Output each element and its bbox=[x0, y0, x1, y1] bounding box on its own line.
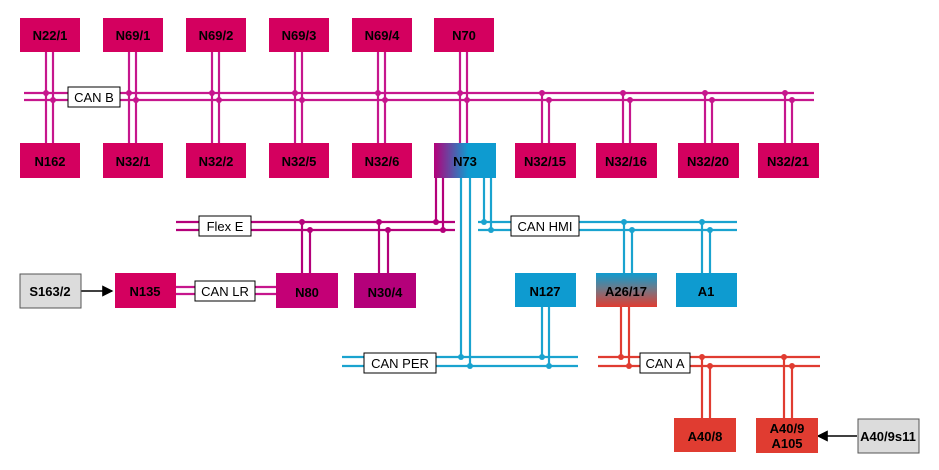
node-a40-9s11[interactable]: A40/9s11 bbox=[857, 418, 920, 454]
svg-text:N70: N70 bbox=[452, 28, 476, 43]
node-n32-15[interactable]: N32/15 bbox=[515, 143, 576, 178]
svg-text:N73: N73 bbox=[453, 154, 477, 169]
flex-e-junctions bbox=[299, 219, 446, 233]
svg-text:N32/1: N32/1 bbox=[116, 154, 151, 169]
node-n32-21[interactable]: N32/21 bbox=[758, 143, 819, 178]
node-n32-16[interactable]: N32/16 bbox=[596, 143, 657, 178]
node-n32-5[interactable]: N32/5 bbox=[269, 143, 329, 178]
svg-text:N32/2: N32/2 bbox=[199, 154, 234, 169]
node-n32-6[interactable]: N32/6 bbox=[352, 143, 412, 178]
can-hmi-label: CAN HMI bbox=[510, 215, 580, 237]
svg-text:N127: N127 bbox=[529, 284, 560, 299]
svg-text:N69/3: N69/3 bbox=[282, 28, 317, 43]
can-b-bus bbox=[24, 52, 814, 143]
can-a-label: CAN A bbox=[639, 352, 691, 374]
node-a40-9-a105[interactable]: A40/9 A105 bbox=[756, 418, 818, 453]
svg-text:CAN B: CAN B bbox=[74, 90, 114, 105]
can-per-label: CAN PER bbox=[363, 352, 437, 374]
can-b-label: CAN B bbox=[67, 86, 121, 108]
can-per-bus bbox=[342, 178, 578, 368]
node-n69-3[interactable]: N69/3 bbox=[269, 18, 329, 52]
svg-text:A40/8: A40/8 bbox=[688, 429, 723, 444]
svg-text:N80: N80 bbox=[295, 285, 319, 300]
can-hmi-junctions bbox=[481, 219, 713, 233]
node-n135[interactable]: N135 bbox=[115, 273, 176, 308]
svg-text:S163/2: S163/2 bbox=[29, 284, 70, 299]
svg-text:N69/2: N69/2 bbox=[199, 28, 234, 43]
svg-text:N22/1: N22/1 bbox=[33, 28, 68, 43]
svg-text:A1: A1 bbox=[698, 284, 715, 299]
node-n32-20[interactable]: N32/20 bbox=[678, 143, 739, 178]
node-n69-2[interactable]: N69/2 bbox=[186, 18, 246, 52]
node-n127[interactable]: N127 bbox=[515, 273, 576, 307]
node-n32-1[interactable]: N32/1 bbox=[103, 143, 163, 178]
node-n162[interactable]: N162 bbox=[20, 143, 80, 178]
can-lr-label: CAN LR bbox=[194, 280, 256, 302]
node-n69-4[interactable]: N69/4 bbox=[352, 18, 412, 52]
svg-text:CAN A: CAN A bbox=[645, 356, 684, 371]
svg-text:N32/20: N32/20 bbox=[687, 154, 729, 169]
svg-text:A26/17: A26/17 bbox=[605, 284, 647, 299]
svg-text:CAN HMI: CAN HMI bbox=[518, 219, 573, 234]
svg-text:N32/5: N32/5 bbox=[282, 154, 317, 169]
svg-text:A40/9: A40/9 bbox=[770, 421, 805, 436]
can-a-bus bbox=[598, 307, 820, 418]
svg-text:A40/9s11: A40/9s11 bbox=[860, 429, 916, 444]
node-n70[interactable]: N70 bbox=[434, 18, 494, 52]
svg-text:CAN PER: CAN PER bbox=[371, 356, 429, 371]
svg-text:N32/16: N32/16 bbox=[605, 154, 647, 169]
node-a26-17[interactable]: A26/17 bbox=[596, 273, 657, 307]
node-n69-1[interactable]: N69/1 bbox=[103, 18, 163, 52]
svg-text:N162: N162 bbox=[34, 154, 65, 169]
node-n30-4[interactable]: N30/4 bbox=[354, 273, 416, 308]
can-a-junctions bbox=[618, 354, 795, 369]
node-n32-2[interactable]: N32/2 bbox=[186, 143, 246, 178]
svg-text:Flex E: Flex E bbox=[207, 219, 244, 234]
node-s163-2[interactable]: S163/2 bbox=[19, 273, 82, 309]
svg-text:N69/1: N69/1 bbox=[116, 28, 151, 43]
node-a1[interactable]: A1 bbox=[676, 273, 737, 307]
input-arrows bbox=[81, 285, 857, 442]
svg-text:N32/6: N32/6 bbox=[365, 154, 400, 169]
svg-text:A105: A105 bbox=[771, 436, 802, 451]
svg-text:N30/4: N30/4 bbox=[368, 285, 403, 300]
node-n22-1[interactable]: N22/1 bbox=[20, 18, 80, 52]
svg-text:N32/21: N32/21 bbox=[767, 154, 809, 169]
svg-text:N32/15: N32/15 bbox=[524, 154, 566, 169]
can-per-junctions bbox=[458, 354, 552, 369]
flex-e-label: Flex E bbox=[198, 215, 252, 237]
node-n73[interactable]: N73 bbox=[434, 143, 496, 178]
can-b-junctions bbox=[43, 90, 795, 103]
svg-text:CAN LR: CAN LR bbox=[201, 284, 249, 299]
svg-text:N135: N135 bbox=[129, 284, 160, 299]
node-n80[interactable]: N80 bbox=[276, 273, 338, 308]
node-a40-8[interactable]: A40/8 bbox=[674, 418, 736, 452]
svg-text:N69/4: N69/4 bbox=[365, 28, 400, 43]
